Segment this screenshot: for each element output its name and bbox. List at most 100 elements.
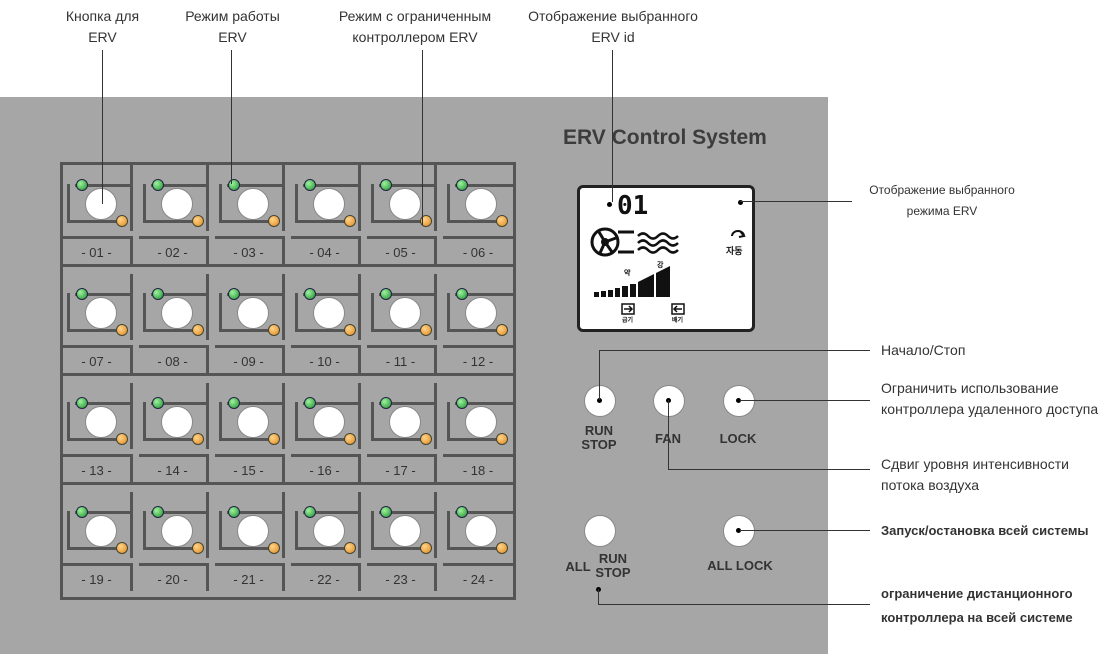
erv-id-label: - 18 - xyxy=(443,454,513,482)
erv-select-button[interactable] xyxy=(237,297,269,329)
trace xyxy=(151,402,209,405)
exhaust-air-icon xyxy=(671,303,685,315)
erv-select-button[interactable] xyxy=(465,188,497,220)
trace xyxy=(371,184,374,222)
trace xyxy=(143,511,146,549)
trace xyxy=(143,329,195,332)
trace xyxy=(371,402,374,440)
erv-cell xyxy=(367,165,437,231)
erv-select-button[interactable] xyxy=(85,297,117,329)
operation-mode-led xyxy=(228,288,240,300)
erv-cell xyxy=(139,274,209,340)
trace xyxy=(219,438,271,441)
erv-cell xyxy=(367,274,437,340)
trace xyxy=(295,293,298,331)
erv-cell xyxy=(63,274,133,340)
trace xyxy=(371,329,423,332)
trace xyxy=(227,402,285,405)
erv-id-label: - 11 - xyxy=(367,345,437,373)
operation-mode-led xyxy=(456,179,468,191)
erv-select-button[interactable] xyxy=(465,406,497,438)
lcd-id-dot xyxy=(607,202,612,207)
erv-id-label: - 21 - xyxy=(215,563,285,591)
trace xyxy=(447,402,450,440)
lcd-exhaust-label: 배기 xyxy=(672,318,684,324)
operation-mode-led xyxy=(152,397,164,409)
erv-id-label: - 06 - xyxy=(443,236,513,264)
erv-select-button[interactable] xyxy=(465,515,497,547)
restricted-mode-led xyxy=(344,324,356,336)
erv-cell xyxy=(443,165,513,231)
callout-run-stop: Начало/Стоп xyxy=(881,342,966,358)
leader-all-run-stop-v xyxy=(598,589,599,604)
erv-select-button[interactable] xyxy=(313,297,345,329)
erv-select-button[interactable] xyxy=(237,515,269,547)
erv-cell xyxy=(215,492,285,558)
trace xyxy=(447,329,499,332)
run-stop-dot xyxy=(597,398,602,403)
operation-mode-led xyxy=(76,397,88,409)
operation-mode-led xyxy=(76,288,88,300)
operation-mode-led xyxy=(76,179,88,191)
trace xyxy=(227,184,285,187)
erv-id-label: - 20 - xyxy=(139,563,209,591)
erv-cell xyxy=(443,383,513,449)
trace xyxy=(303,184,361,187)
trace xyxy=(447,184,450,222)
erv-id-label: - 13 - xyxy=(63,454,133,482)
trace xyxy=(67,511,70,549)
trace xyxy=(143,547,195,550)
operation-mode-led xyxy=(152,506,164,518)
erv-cell xyxy=(63,165,133,231)
trace xyxy=(447,511,450,549)
all-lock-label: ALL LOCK xyxy=(707,558,773,573)
trace xyxy=(371,547,423,550)
restricted-mode-led xyxy=(420,215,432,227)
trace xyxy=(67,220,119,223)
erv-cell xyxy=(291,165,361,231)
erv-select-button[interactable] xyxy=(237,188,269,220)
erv-select-button[interactable] xyxy=(313,188,345,220)
erv-select-button[interactable] xyxy=(313,406,345,438)
trace xyxy=(143,184,146,222)
erv-select-button[interactable] xyxy=(85,406,117,438)
operation-mode-led xyxy=(152,288,164,300)
erv-select-button[interactable] xyxy=(389,406,421,438)
all-run-stop-button[interactable] xyxy=(584,515,616,547)
trace xyxy=(295,329,347,332)
erv-select-button[interactable] xyxy=(161,297,193,329)
lcd-level-high: 강 xyxy=(657,262,664,269)
trace xyxy=(219,293,222,331)
erv-select-button[interactable] xyxy=(85,188,117,220)
trace xyxy=(303,293,361,296)
erv-select-button[interactable] xyxy=(389,297,421,329)
erv-select-button[interactable] xyxy=(389,515,421,547)
operation-mode-led xyxy=(152,179,164,191)
trace xyxy=(371,220,423,223)
erv-id-label: - 03 - xyxy=(215,236,285,264)
erv-select-button[interactable] xyxy=(313,515,345,547)
trace xyxy=(379,402,437,405)
trace xyxy=(295,220,347,223)
restricted-mode-led xyxy=(192,215,204,227)
operation-mode-led xyxy=(456,506,468,518)
erv-select-button[interactable] xyxy=(161,188,193,220)
erv-select-button[interactable] xyxy=(465,297,497,329)
erv-select-button[interactable] xyxy=(389,188,421,220)
erv-select-button[interactable] xyxy=(161,515,193,547)
trace xyxy=(295,438,347,441)
trace xyxy=(455,511,513,514)
operation-mode-led xyxy=(76,506,88,518)
callout-erv-mode: Режим работы ERV xyxy=(185,8,280,45)
erv-select-button[interactable] xyxy=(161,406,193,438)
erv-select-button[interactable] xyxy=(85,515,117,547)
erv-select-button[interactable] xyxy=(237,406,269,438)
erv-id-label: - 02 - xyxy=(139,236,209,264)
all-lock-dot xyxy=(736,528,741,533)
erv-id-label: - 01 - xyxy=(63,236,133,264)
lcd-level-low: 약 xyxy=(624,270,631,277)
leader-run-stop-h xyxy=(599,350,870,351)
operation-mode-led xyxy=(304,397,316,409)
trace xyxy=(295,184,298,222)
trace xyxy=(219,402,222,440)
